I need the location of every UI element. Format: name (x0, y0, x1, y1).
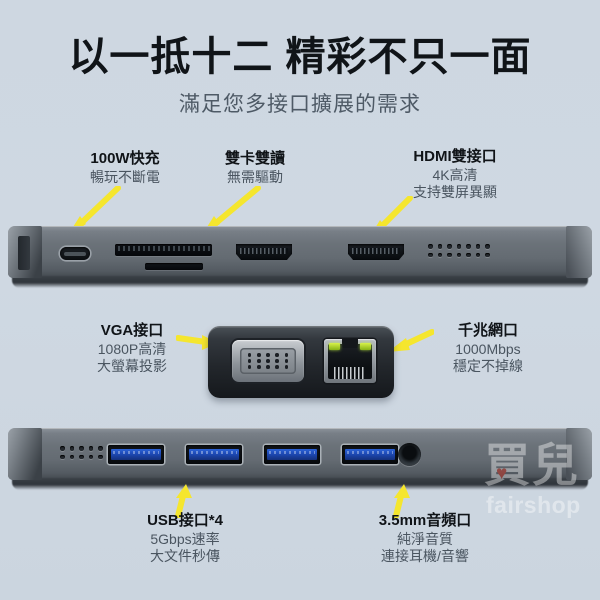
vga-port (232, 340, 304, 382)
dock-bottom-edge (8, 428, 592, 498)
callout-ethernet-line-2: 穩定不掉線 (453, 358, 523, 375)
callout-usb: USB接口*4 5Gbps速率 大文件秒傳 (110, 512, 260, 566)
dock-bottom-left-cap (8, 428, 42, 480)
ethernet-port-latch (342, 339, 358, 348)
dock-top-edge (8, 226, 592, 296)
usb-a-port-1 (108, 445, 164, 464)
callout-power-delivery-lead: 100W快充 (90, 150, 160, 167)
page-subtitle: 滿足您多接口擴展的需求 (179, 93, 421, 116)
callout-audio: 3.5mm音頻口 純淨音質 連接耳機/音響 (340, 512, 510, 566)
callout-hdmi-lead: HDMI雙接口 (413, 148, 497, 165)
ethernet-led-left (329, 343, 340, 350)
callout-vga-line-1: 1080P高清 (97, 340, 167, 357)
usb-a-port-4-tongue (345, 449, 395, 460)
dock-top-left-cap (8, 226, 42, 278)
ethernet-port-contacts (334, 367, 366, 379)
callout-vga-lead: VGA接口 (100, 322, 164, 339)
vga-port-pins (245, 352, 291, 370)
callout-usb-line-2: 大文件秒傳 (150, 548, 220, 565)
usb-a-port-3 (264, 445, 320, 464)
ethernet-rj45-port (324, 339, 376, 383)
callout-audio-line-2: 連接耳機/音響 (381, 548, 469, 565)
hdmi-port-1-contacts (240, 248, 288, 254)
dock-top-vent-holes (428, 244, 490, 257)
audio-jack-port (398, 443, 421, 466)
callout-usb-lead: USB接口*4 (147, 512, 223, 529)
hdmi-port-1 (236, 244, 292, 260)
usb-c-power-port (60, 247, 90, 260)
sd-card-slot-contacts (118, 246, 210, 251)
callout-hdmi-line-2: 支持雙屏異顯 (413, 184, 497, 201)
callout-vga: VGA接口 1080P高清 大螢幕投影 (62, 322, 202, 376)
dock-top-cable-notch (18, 236, 30, 270)
callout-audio-lead: 3.5mm音頻口 (378, 512, 472, 529)
dock-bottom-right-cap (566, 428, 592, 480)
callout-hdmi: HDMI雙接口 4K高清 支持雙屏異顯 (380, 148, 530, 202)
usb-a-port-1-tongue (111, 449, 161, 460)
sd-card-slot (115, 244, 212, 256)
dock-bottom-shadow (12, 478, 588, 490)
page-title: 以一抵十二 精彩不只一面 (68, 35, 532, 79)
callout-card-reader-line-1: 無需驅動 (227, 168, 283, 185)
callout-power-delivery: 100W快充 暢玩不斷電 (60, 150, 190, 186)
callout-hdmi-line-1: 4K高清 (432, 166, 478, 183)
callout-ethernet-line-1: 1000Mbps (455, 340, 521, 357)
callout-card-reader: 雙卡雙讀 無需驅動 (195, 150, 315, 186)
ethernet-led-right (360, 343, 371, 350)
dock-side-panel (208, 326, 394, 398)
vga-port-shell (240, 348, 296, 374)
microsd-card-slot (145, 263, 203, 270)
hdmi-port-2 (348, 244, 404, 260)
callout-ethernet-lead: 千兆網口 (457, 322, 518, 339)
usb-a-port-2 (186, 445, 242, 464)
usb-a-port-4 (342, 445, 398, 464)
callout-power-delivery-line-1: 暢玩不斷電 (90, 168, 160, 185)
callout-card-reader-lead: 雙卡雙讀 (224, 150, 285, 167)
usb-a-port-3-tongue (267, 449, 317, 460)
usb-a-port-2-tongue (189, 449, 239, 460)
dock-top-right-cap (566, 226, 592, 278)
callout-ethernet: 千兆網口 1000Mbps 穩定不掉線 (418, 322, 558, 376)
callout-audio-line-1: 純淨音質 (397, 530, 453, 547)
dock-top-shadow (12, 276, 588, 288)
dock-top-body (8, 226, 592, 278)
callout-vga-line-2: 大螢幕投影 (97, 358, 167, 375)
callout-usb-line-1: 5Gbps速率 (150, 530, 220, 547)
hdmi-port-2-contacts (352, 248, 400, 254)
